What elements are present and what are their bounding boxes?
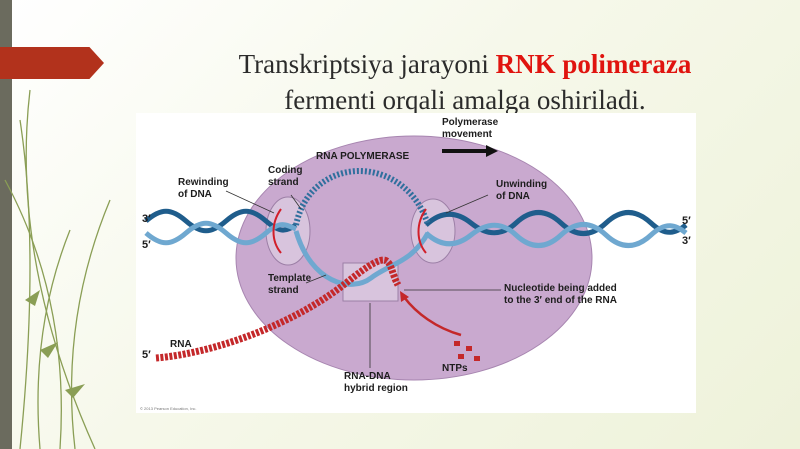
title-part-2: fermenti orqali amalga oshiriladi. [284,85,646,115]
title-part-1: Transkriptsiya jarayoni [238,49,496,79]
coding-strand-label: Coding strand [268,165,303,188]
unwinding-arrow [417,208,427,254]
rewinding-label: Rewinding of DNA [178,177,229,200]
unwinding-label: Unwinding of DNA [496,179,548,202]
left-top-end-label: 3′ [142,213,151,225]
right-top-end-label: 5′ [682,215,691,227]
title-highlight: RNK polimeraza [495,49,692,79]
coding-strand [293,168,431,226]
nucleotide-label: Nucleotide being added to the 3′ end of … [504,283,617,306]
dna-helix-left [144,208,298,246]
leader-lines [225,190,501,368]
ntps-label: NTPs [442,363,468,374]
rna-end-label: 5′ [142,349,151,361]
rna-label: RNA [170,339,192,350]
left-bottom-end-label: 5′ [142,239,151,251]
rna-strand [155,256,402,362]
nucleotide-arrow [403,296,462,337]
right-bottom-end-label: 3′ [682,235,691,247]
diagram-graphic [144,135,688,381]
title-arrow-tag [0,47,104,79]
ntp-molecules [454,341,480,361]
slide-title: Transkriptsiya jarayoni RNK polimeraza f… [150,46,780,118]
template-strand [293,230,431,287]
enzyme-label: RNA POLYMERASE [316,151,410,162]
movement-label: Polymerase movement [442,117,499,140]
template-strand-label: Template strand [268,273,312,296]
decorative-lines [4,89,111,449]
copyright-label: © 2013 Pearson Education, Inc. [140,406,197,411]
rewinding-arrow [272,208,282,254]
left-accent-bar [0,0,12,449]
dna-helix-right [424,210,688,248]
transcription-diagram: RNA POLYMERASE Polymerase movement Rewin… [136,113,696,413]
hybrid-region-label: RNA-DNA hybrid region [344,371,408,394]
rna-polymerase-enzyme [235,135,593,381]
